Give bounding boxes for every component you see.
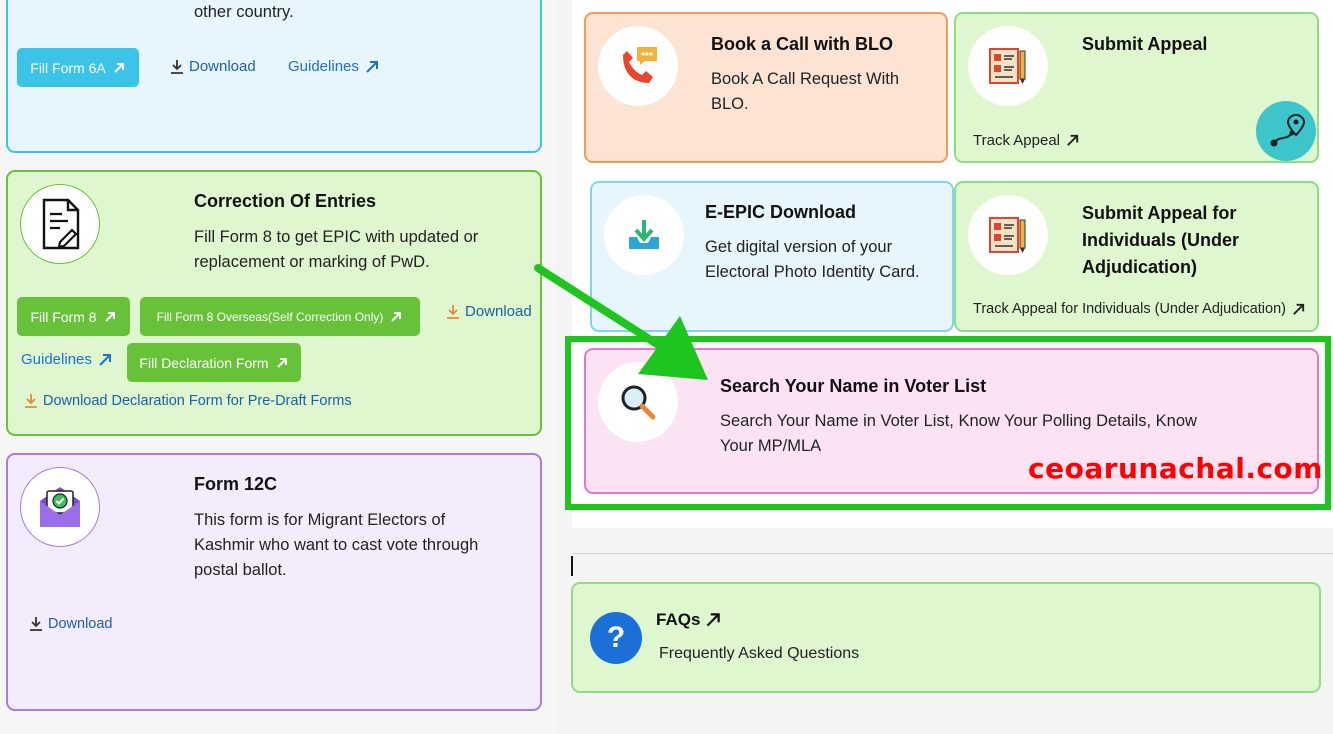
- track-appeal-individuals-label: Track Appeal for Individuals (Under Adju…: [973, 301, 1286, 317]
- download-icon: [447, 304, 459, 319]
- form-6a-card: other country. Fill Form 6A Download Gui…: [6, 0, 542, 153]
- epic-icon-circle: [604, 195, 684, 275]
- download-declaration-link[interactable]: Download Declaration Form for Pre-Draft …: [24, 393, 352, 409]
- guidelines-label: Guidelines: [21, 351, 92, 368]
- envelope-check-icon: [40, 487, 80, 527]
- faqs-title: FAQs: [656, 610, 722, 630]
- phone-chat-icon: [623, 47, 657, 83]
- correction-download-link[interactable]: Download: [446, 303, 532, 320]
- guidelines-label: Guidelines: [288, 58, 359, 75]
- fill-form-8-overseas-label: Fill Form 8 Overseas(Self Correction Onl…: [156, 309, 384, 324]
- external-arrow-icon: [1293, 303, 1305, 315]
- question-icon: ?: [590, 612, 642, 664]
- fill-declaration-form-button[interactable]: Fill Declaration Form: [127, 343, 301, 382]
- text-cursor: [571, 556, 573, 576]
- search-voter-list-card[interactable]: Search Your Name in Voter List Search Yo…: [584, 348, 1322, 494]
- correction-of-entries-card: Correction Of Entries Fill Form 8 to get…: [6, 170, 542, 436]
- faqs-desc: Frequently Asked Questions: [659, 645, 860, 662]
- external-arrow-icon: [276, 357, 287, 368]
- form-12c-title: Form 12C: [194, 474, 278, 494]
- download-label: Download: [189, 58, 256, 75]
- clipboard-pencil-icon: [989, 217, 1026, 253]
- route-map-icon: [1256, 101, 1316, 161]
- pointer-arrow-graphic: [534, 264, 708, 380]
- submit-appeal-individuals-card[interactable]: Submit Appeal for Individuals (Under Adj…: [954, 181, 1319, 332]
- e-epic-download-card[interactable]: E-EPIC Download Get digital version of y…: [590, 181, 954, 332]
- appeal-individuals-title: Submit Appeal for Individuals (Under Adj…: [1082, 203, 1240, 277]
- form-12c-desc: This form is for Migrant Electors of Kas…: [194, 511, 479, 579]
- fill-declaration-label: Fill Declaration Form: [139, 354, 269, 371]
- epic-title: E-EPIC Download: [705, 202, 857, 222]
- external-arrow-icon: [391, 311, 402, 322]
- search-desc: Search Your Name in Voter List, Know You…: [720, 412, 1197, 455]
- external-arrow-icon: [706, 613, 721, 627]
- form-6a-guidelines-link[interactable]: Guidelines: [288, 58, 380, 75]
- external-arrow-icon: [1067, 134, 1079, 146]
- divider: [572, 553, 1333, 554]
- blo-desc: Book A Call Request With BLO.: [711, 70, 900, 113]
- fill-form-6a-label: Fill Form 6A: [30, 59, 106, 76]
- download-tray-icon: [629, 220, 659, 249]
- appeal-individuals-icon-circle: [968, 195, 1048, 275]
- magnifier-icon: [621, 385, 656, 420]
- search-title: Search Your Name in Voter List: [720, 376, 987, 396]
- blo-icon-circle: [598, 26, 678, 106]
- appeal-icon-circle: [968, 26, 1048, 106]
- track-appeal-link[interactable]: Track Appeal: [973, 132, 1080, 149]
- fill-form-8-label: Fill Form 8: [30, 308, 97, 325]
- download-icon: [25, 394, 37, 408]
- fill-form-6a-button[interactable]: Fill Form 6A: [17, 48, 139, 87]
- correction-desc: Fill Form 8 to get EPIC with updated or …: [194, 228, 479, 271]
- download-icon: [171, 59, 183, 74]
- search-highlight-frame: [565, 336, 1331, 510]
- form-6a-desc: other country.: [194, 3, 294, 21]
- form-6a-download-link[interactable]: Download: [170, 58, 256, 75]
- track-appeal-label: Track Appeal: [973, 132, 1060, 149]
- form-12c-download-link[interactable]: Download: [29, 616, 113, 632]
- faqs-card[interactable]: ? FAQs Frequently Asked Questions: [571, 582, 1321, 693]
- download-label: Download: [465, 303, 532, 320]
- fill-form-8-overseas-button[interactable]: Fill Form 8 Overseas(Self Correction Onl…: [140, 297, 420, 336]
- question-glyph: ?: [606, 621, 626, 654]
- epic-desc: Get digital version of your Electoral Ph…: [705, 238, 920, 281]
- external-arrow-icon: [104, 311, 115, 322]
- document-edit-icon: [42, 198, 80, 250]
- submit-appeal-title: Submit Appeal: [1082, 34, 1208, 54]
- external-arrow-icon: [99, 353, 111, 366]
- correction-title: Correction Of Entries: [194, 191, 377, 211]
- track-appeal-individuals-link[interactable]: Track Appeal for Individuals (Under Adju…: [973, 301, 1306, 317]
- download-icon: [30, 617, 42, 631]
- external-arrow-icon: [366, 60, 378, 73]
- clipboard-pencil-icon: [989, 48, 1026, 84]
- download-label: Download: [48, 616, 113, 632]
- faqs-title-label: FAQs: [656, 610, 701, 629]
- fill-form-8-button[interactable]: Fill Form 8: [17, 297, 130, 336]
- external-arrow-icon: [114, 62, 124, 73]
- watermark: ceoarunachal.com: [1028, 452, 1323, 485]
- form-icon-circle: [20, 184, 100, 264]
- submit-appeal-card[interactable]: Submit Appeal Track Appeal: [954, 12, 1319, 163]
- blo-title: Book a Call with BLO: [711, 34, 894, 54]
- form-12c-card: Form 12C This form is for Migrant Electo…: [6, 453, 542, 711]
- download-declaration-label: Download Declaration Form for Pre-Draft …: [43, 393, 352, 409]
- book-call-blo-card[interactable]: Book a Call with BLO Book A Call Request…: [584, 12, 948, 163]
- form-12c-icon-circle: [20, 467, 100, 547]
- correction-guidelines-link[interactable]: Guidelines: [21, 351, 113, 368]
